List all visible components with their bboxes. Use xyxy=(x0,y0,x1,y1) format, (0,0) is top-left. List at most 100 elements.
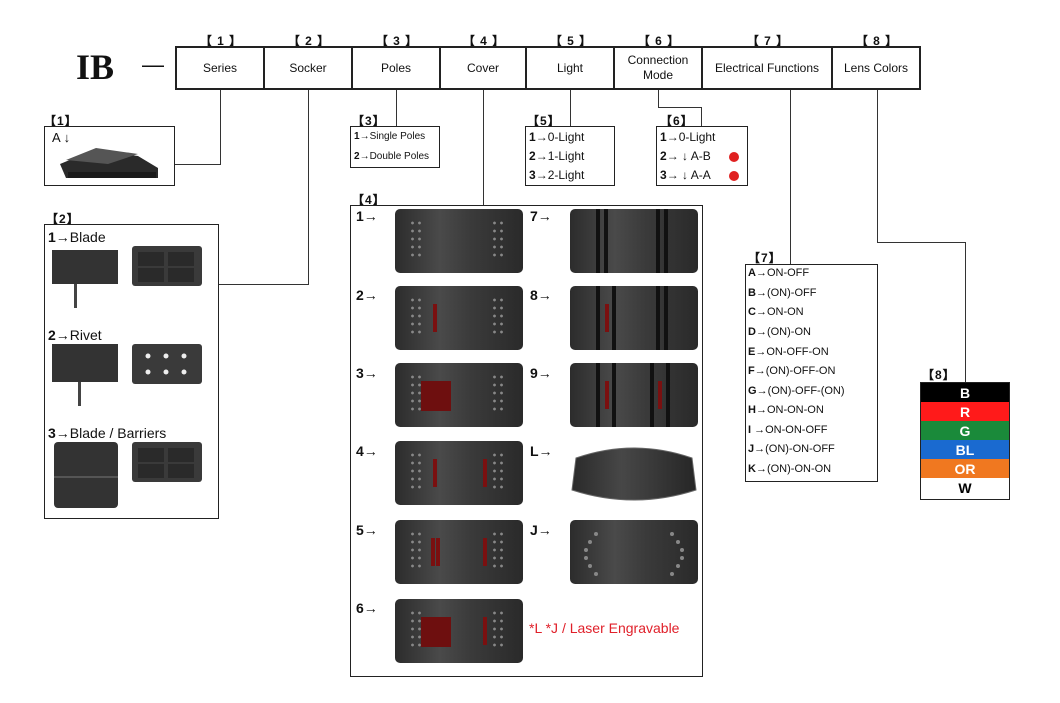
cover-image-l xyxy=(571,447,697,501)
cover-image-5 xyxy=(395,520,523,584)
ab-red-dot xyxy=(729,152,739,162)
series-prefix: IB xyxy=(76,47,115,87)
lens-color-black: B xyxy=(921,383,1009,402)
cover-image-9 xyxy=(570,363,698,427)
connector-poles xyxy=(396,90,397,126)
connection-section-num: 【6】 xyxy=(660,114,694,128)
electrical-option-d: D→(ON)-ON xyxy=(748,326,811,338)
header-lens-colors: Lens Colors xyxy=(843,60,909,75)
aa-red-dot xyxy=(729,171,739,181)
electrical-option-j: J→(ON)-ON-OFF xyxy=(748,443,835,455)
connector-electrical xyxy=(790,90,791,264)
light-box xyxy=(525,126,615,186)
connector-series xyxy=(220,90,221,164)
poles-section-num: 【3】 xyxy=(352,114,386,128)
cover-section-num: 【4】 xyxy=(352,193,386,207)
cover-image-6 xyxy=(395,599,523,663)
poles-option-double: 2→Double Poles xyxy=(354,151,430,162)
connector-socket xyxy=(308,90,309,284)
series-switch-image xyxy=(60,148,158,178)
electrical-option-e: E→ON-OFF-ON xyxy=(748,346,829,358)
lens-color-orange: OR xyxy=(921,459,1009,478)
poles-option-single: 1→Single Poles xyxy=(354,131,426,142)
header-num-8: 【 8 】 xyxy=(855,34,899,48)
electrical-option-b: B→(ON)-OFF xyxy=(748,287,817,299)
connection-option-0: 1→0-Light xyxy=(660,130,716,144)
socket-option-blade: 1→Blade xyxy=(48,229,106,245)
cover-image-1 xyxy=(395,209,523,273)
electrical-box xyxy=(745,264,878,482)
blade-barriers-socket-image xyxy=(54,442,202,508)
rivet-socket-image xyxy=(52,344,202,406)
connector-lens-h xyxy=(877,242,966,243)
electrical-option-g: G→(ON)-OFF-(ON) xyxy=(748,385,845,397)
cover-code-3: 3→ xyxy=(356,365,378,381)
cover-image-8 xyxy=(570,286,698,350)
header-num-2: 【 2 】 xyxy=(287,34,331,48)
cover-code-7: 7→ xyxy=(530,208,552,224)
lens-color-box: B R G BL OR W xyxy=(920,382,1010,500)
code-header-table xyxy=(175,46,921,90)
cover-code-8: 8→ xyxy=(530,287,552,303)
connector-cover xyxy=(483,90,484,206)
lens-section-num: 【8】 xyxy=(922,368,956,382)
cover-image-j xyxy=(570,520,698,584)
cover-code-4: 4→ xyxy=(356,443,378,459)
cover-code-9: 9→ xyxy=(530,365,552,381)
connector-connection xyxy=(658,90,659,108)
connector-light xyxy=(570,90,571,126)
electrical-option-a: A→ON-OFF xyxy=(748,267,810,279)
header-series: Series xyxy=(177,46,265,90)
laser-engravable-note: *L *J / Laser Engravable xyxy=(529,620,680,636)
header-num-5: 【 5 】 xyxy=(549,34,593,48)
socket-option-rivet: 2→Rivet xyxy=(48,327,102,343)
light-section-num: 【5】 xyxy=(527,114,561,128)
header-num-6: 【 6 】 xyxy=(637,34,681,48)
cover-image-4 xyxy=(395,441,523,505)
header-num-7: 【 7 】 xyxy=(746,34,790,48)
connection-option-ab: 2→ ↓ A-B xyxy=(660,149,711,163)
header-num-3: 【 3 】 xyxy=(375,34,419,48)
series-section-num: 【1】 xyxy=(44,114,78,128)
electrical-option-h: H→ON-ON-ON xyxy=(748,404,824,416)
light-option-1: 2→1-Light xyxy=(529,149,585,163)
electrical-option-c: C→ON-ON xyxy=(748,306,804,318)
electrical-option-i: I →ON-ON-OFF xyxy=(748,424,828,436)
header-num-1: 【 1 】 xyxy=(199,34,243,48)
light-option-0: 1→0-Light xyxy=(529,130,585,144)
cover-code-2: 2→ xyxy=(356,287,378,303)
header-num-4: 【 4 】 xyxy=(462,34,506,48)
prefix-dash: — xyxy=(142,52,164,77)
header-cover: Cover xyxy=(441,46,527,90)
header-connection-mode: Connection Mode xyxy=(615,46,703,90)
header-poles: Poles xyxy=(353,46,441,90)
electrical-option-k: K→(ON)-ON-ON xyxy=(748,463,832,475)
blade-socket-image xyxy=(52,246,202,308)
poles-box xyxy=(350,126,440,168)
lens-color-green: G xyxy=(921,421,1009,440)
electrical-option-f: F→(ON)-OFF-ON xyxy=(748,365,836,377)
cover-code-j: J→ xyxy=(530,522,552,538)
cover-code-6: 6→ xyxy=(356,600,378,616)
lens-color-blue: BL xyxy=(921,440,1009,459)
electrical-section-num: 【7】 xyxy=(748,251,782,265)
cover-code-5: 5→ xyxy=(356,522,378,538)
socket-option-blade-barriers: 3→Blade / Barriers xyxy=(48,425,167,441)
cover-image-2 xyxy=(395,286,523,350)
connector-series-h xyxy=(174,164,221,165)
header-light: Light xyxy=(527,46,615,90)
series-option-a: A ↓ xyxy=(52,130,71,145)
socket-section-num: 【2】 xyxy=(46,212,80,226)
connector-connection-h xyxy=(658,107,702,108)
connection-option-aa: 3→ ↓ A-A xyxy=(660,168,711,182)
connector-connection-v2 xyxy=(701,107,702,126)
connector-socket-h xyxy=(218,284,309,285)
connector-lens xyxy=(877,90,878,242)
cover-code-l: L→ xyxy=(530,443,553,459)
light-option-2: 3→2-Light xyxy=(529,168,585,182)
cover-image-7 xyxy=(570,209,698,273)
cover-image-3 xyxy=(395,363,523,427)
connector-lens-v2 xyxy=(965,242,966,382)
cover-code-1: 1→ xyxy=(356,208,378,224)
lens-color-red: R xyxy=(921,402,1009,421)
